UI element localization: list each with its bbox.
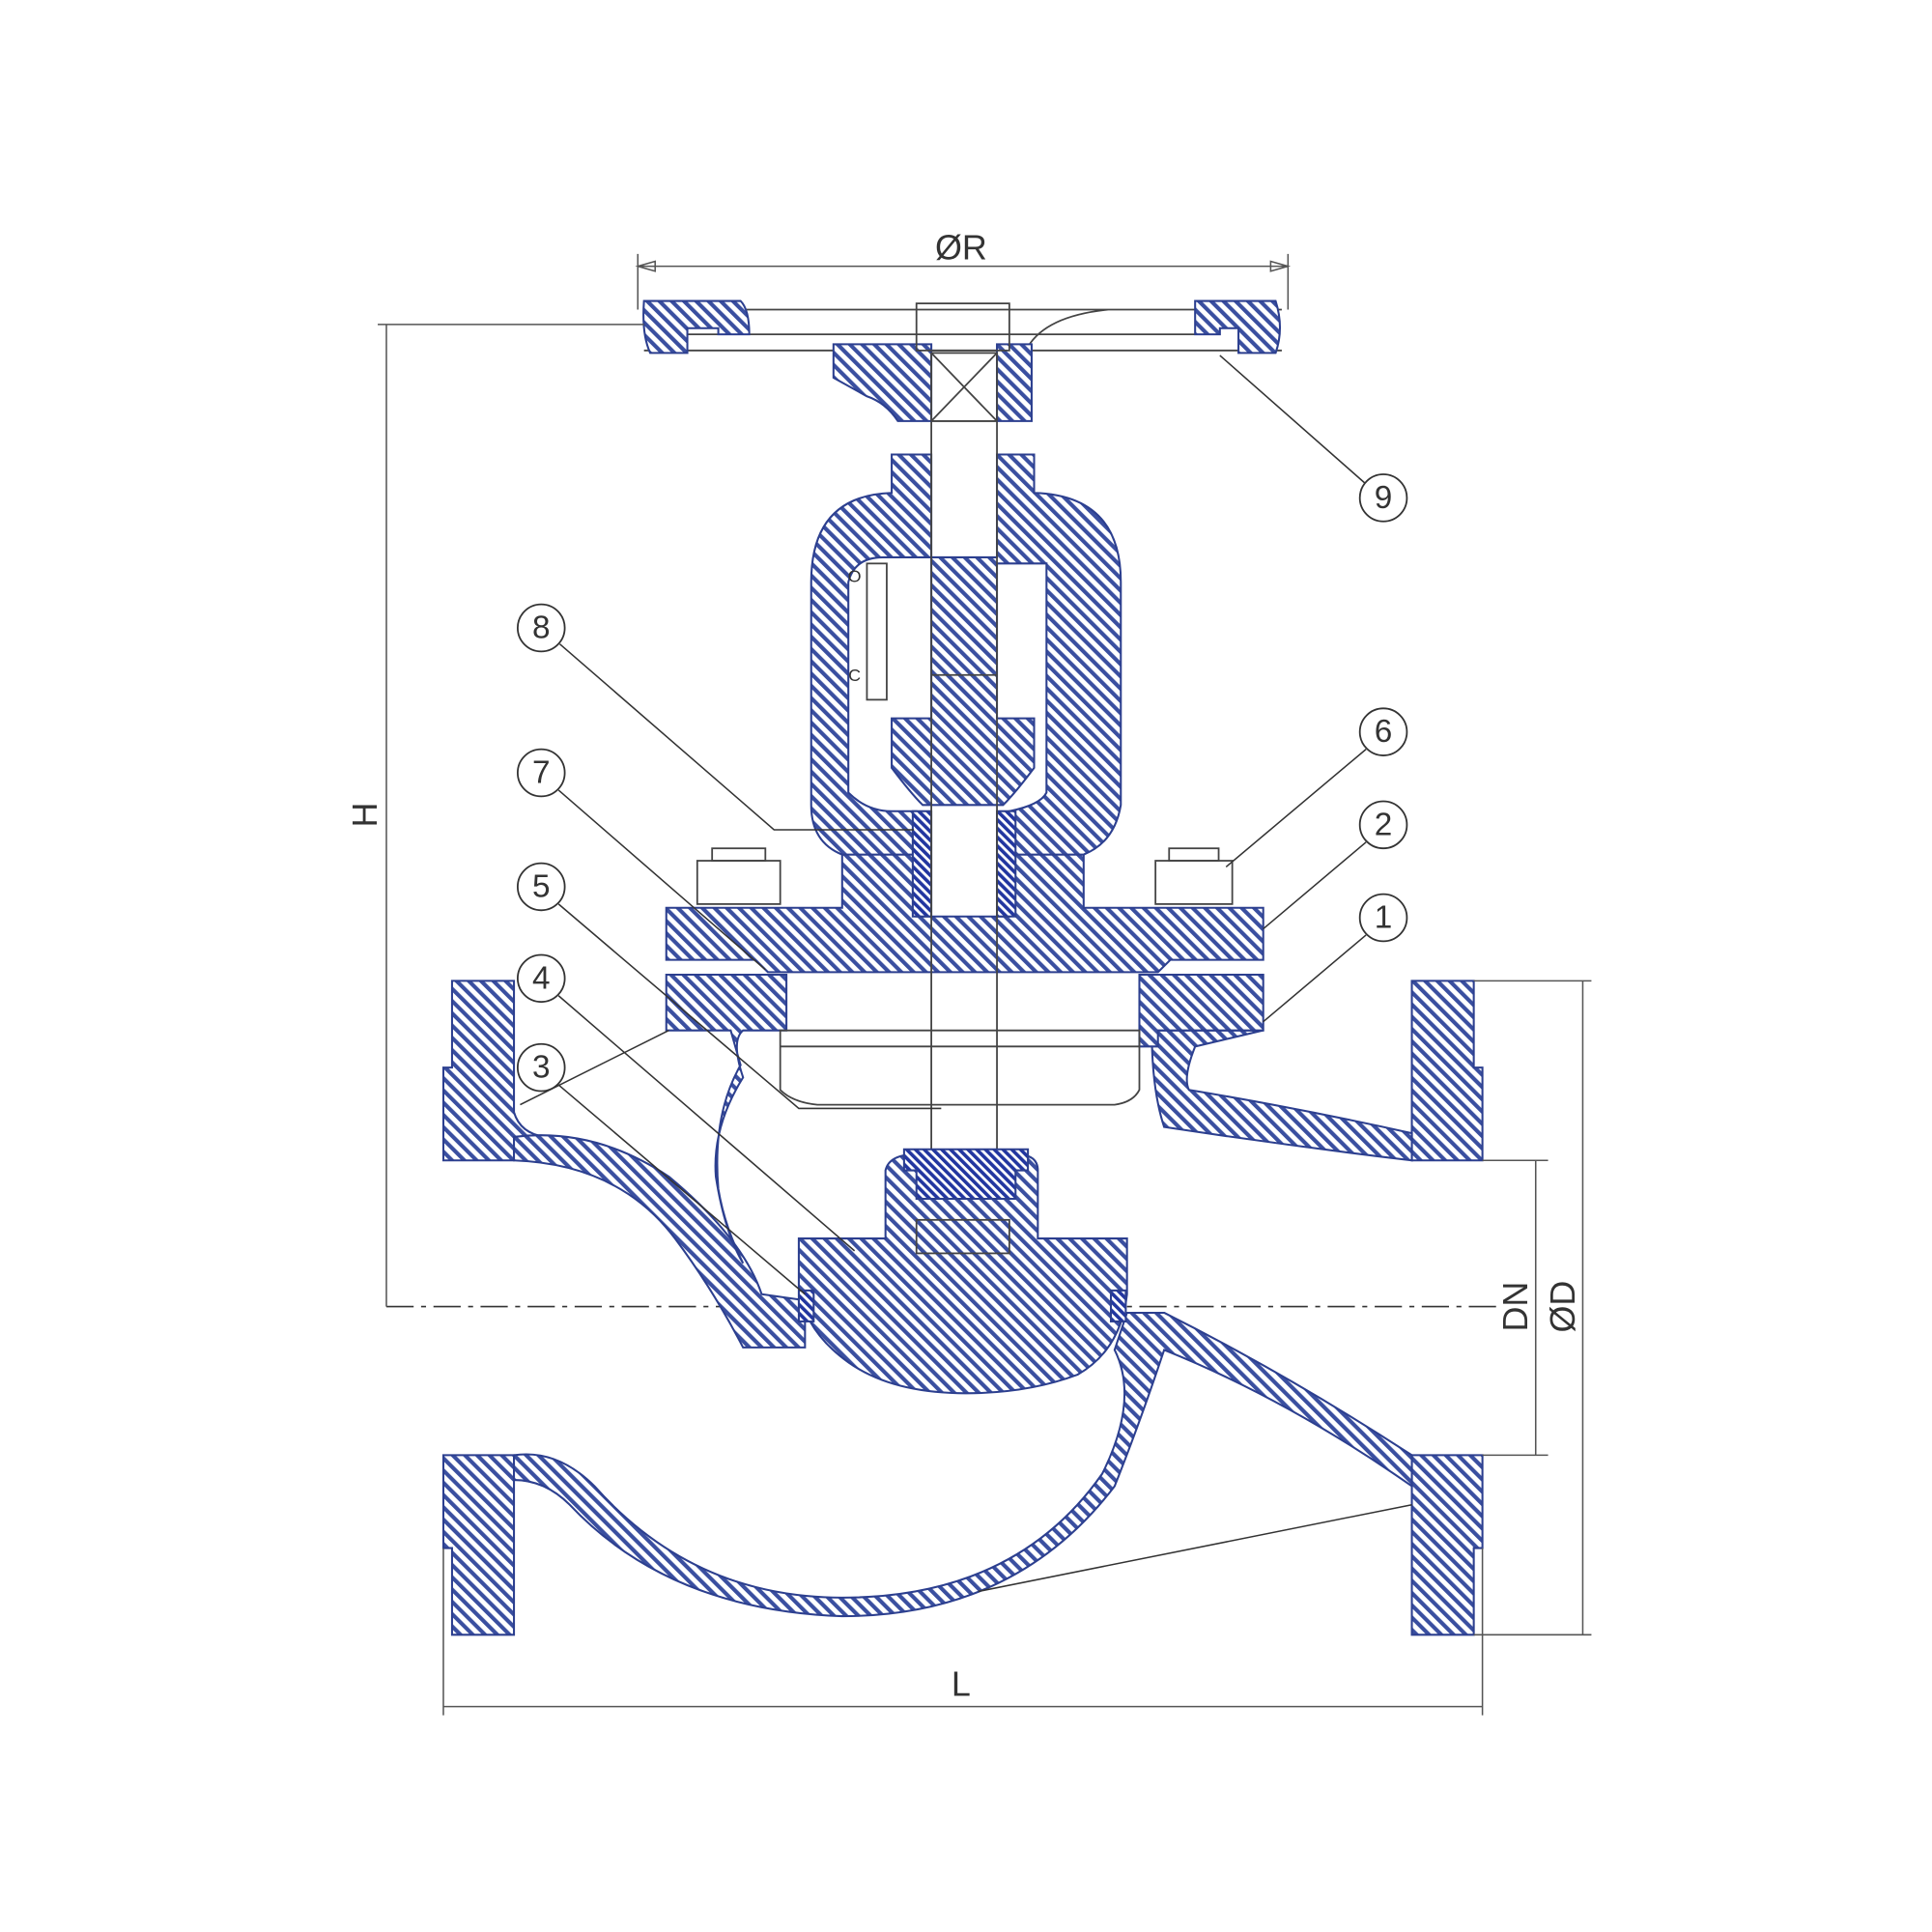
svg-text:4: 4 <box>532 960 551 996</box>
bolt-right <box>1154 847 1234 905</box>
position-indicator <box>866 562 888 701</box>
handwheel <box>642 299 1282 422</box>
dim-l-line <box>442 1548 1484 1716</box>
nut-icon <box>1154 860 1234 905</box>
dim-label-h: H <box>346 803 384 828</box>
right-flange-bottom <box>1410 1454 1484 1636</box>
upper-right-wall <box>1151 1029 1413 1162</box>
svg-text:5: 5 <box>532 868 551 904</box>
svg-text:2: 2 <box>1375 807 1393 842</box>
dim-r-line <box>635 253 1292 310</box>
disc-stem-nut <box>915 1218 1010 1255</box>
hub-square <box>930 352 998 422</box>
handwheel-nut <box>915 302 1010 352</box>
svg-text:9: 9 <box>1375 480 1393 516</box>
svg-text:3: 3 <box>532 1050 551 1086</box>
left-flange-bottom <box>441 1454 516 1636</box>
dim-label-l: L <box>952 1665 971 1704</box>
upper-left-wall <box>513 1134 807 1349</box>
dim-label-d: ØD <box>1544 1281 1582 1333</box>
bolt-left <box>696 847 781 905</box>
handwheel-rim-left <box>642 299 751 355</box>
balloon-2: 2 <box>1358 800 1408 850</box>
yoke <box>810 453 1122 856</box>
svg-text:1: 1 <box>1375 900 1393 936</box>
stem <box>930 420 998 1208</box>
leader-flange <box>520 1029 669 1106</box>
balloon-8: 8 <box>517 603 566 653</box>
leader-body <box>978 1503 1412 1593</box>
disc-nut <box>902 1148 1030 1201</box>
dim-label-dn: DN <box>1496 1282 1535 1332</box>
lower-bowl <box>513 1311 1413 1618</box>
handwheel-rim-right <box>1194 299 1282 355</box>
seat-ring-right <box>1109 1289 1127 1322</box>
nut-icon <box>696 860 781 905</box>
leader-lines <box>520 355 1412 1593</box>
leader-3 <box>557 1084 806 1295</box>
leader-8 <box>558 643 915 831</box>
valve-body <box>441 973 1484 1636</box>
svg-text:8: 8 <box>532 611 551 646</box>
dim-dn-line <box>1482 1159 1548 1457</box>
disc <box>797 1148 1128 1395</box>
leader-2 <box>1263 841 1367 930</box>
body-inner-bore <box>779 1029 1141 1106</box>
svg-text:7: 7 <box>532 755 551 791</box>
dim-d-line <box>1473 980 1592 1636</box>
balloon-4: 4 <box>517 953 566 1004</box>
balloon-1: 1 <box>1358 893 1408 943</box>
hub-square-cross <box>930 352 998 422</box>
washer <box>711 847 767 862</box>
svg-text:6: 6 <box>1375 714 1393 750</box>
balloon-9: 9 <box>1358 473 1408 523</box>
leader-7 <box>557 789 766 971</box>
washer <box>1168 847 1220 862</box>
balloon-6: 6 <box>1358 707 1408 756</box>
packing-left <box>911 810 933 918</box>
handwheel-hub <box>832 343 1033 422</box>
bonnet: O C <box>665 453 1264 974</box>
bonnet-flange <box>665 853 1264 974</box>
leader-1 <box>1263 934 1367 1023</box>
seat-ring-left <box>797 1289 815 1322</box>
leader-5 <box>557 903 942 1110</box>
leader-4 <box>557 995 856 1252</box>
balloon-3: 3 <box>517 1042 566 1093</box>
right-flange-top <box>1410 980 1484 1162</box>
leader-6 <box>1225 749 1367 868</box>
dimension-lines <box>378 253 1592 1716</box>
indicator-open-label: O <box>848 567 862 586</box>
balloon-5: 5 <box>517 862 566 912</box>
dim-label-r: ØR <box>935 228 987 267</box>
indicator-closed-label: C <box>848 666 861 685</box>
balloon-7: 7 <box>517 748 566 798</box>
leader-9 <box>1219 355 1366 484</box>
packing-right <box>996 810 1017 918</box>
dim-h-line <box>378 324 644 1307</box>
